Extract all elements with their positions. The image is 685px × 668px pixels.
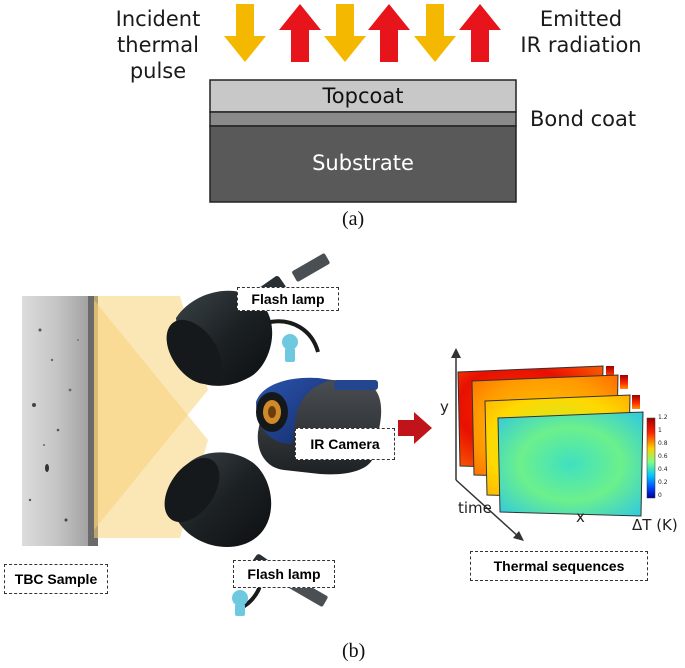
incident-label-line1: Incident: [115, 7, 201, 31]
emitted-arrow-3-icon: [459, 4, 501, 62]
colorbar-ticks: 1.2 1 0.8 0.6 0.4 0.2 0: [658, 414, 682, 504]
caption-b: (b): [342, 640, 366, 662]
substrate-label: Substrate: [312, 151, 414, 175]
colorbar-tick: 0: [658, 492, 662, 499]
incident-label-line2: thermal pulse: [117, 33, 199, 83]
incident-arrow-1-icon: [224, 4, 266, 62]
topcoat-label: Topcoat: [322, 84, 404, 108]
colorbar-tick: 0.6: [658, 453, 668, 460]
incident-arrow-3-icon: [414, 4, 456, 62]
colorbar-tick: 0.8: [658, 440, 668, 447]
colorbar-label: ΔT (K): [632, 516, 678, 534]
emitted-label-line1: Emitted: [539, 7, 623, 31]
time-series-axes: [451, 348, 524, 541]
axis-y-label: y: [440, 398, 449, 416]
emitted-arrow-1-icon: [279, 4, 321, 62]
colorbar-tick: 1.2: [658, 414, 668, 421]
ir-camera-label: IR Camera: [295, 428, 395, 460]
substrate-layer: [209, 125, 517, 203]
flash-lamp-top-label: Flash lamp: [237, 287, 339, 311]
emitted-label-line2: IR radiation: [520, 33, 642, 57]
axis-x-label: x: [576, 508, 585, 526]
axis-time-label: time: [458, 499, 492, 517]
emitted-label: Emitted IR radiation: [516, 6, 646, 58]
bond-coat-label: Bond coat: [530, 107, 637, 131]
transfer-arrow-icon: [398, 412, 432, 444]
flash-lamp-bottom-label: Flash lamp: [233, 560, 335, 588]
incident-arrow-2-icon: [324, 4, 366, 62]
flash-lamp-top-icon: [166, 253, 330, 386]
caption-a: (a): [342, 208, 365, 230]
incident-label: Incident thermal pulse: [98, 6, 218, 84]
colorbar-tick: 1: [658, 427, 662, 434]
colorbar: [646, 417, 656, 499]
thermal-sequences-label: Thermal sequences: [470, 551, 648, 581]
thermal-frame-4: [497, 411, 656, 517]
bond-coat-layer: [209, 111, 517, 127]
tbc-sample-image: [22, 296, 98, 546]
colorbar-tick: 0.2: [658, 479, 668, 486]
flash-lamp-bottom-icon: [164, 452, 328, 616]
tbc-sample-label: TBC Sample: [4, 564, 108, 594]
emitted-arrow-2-icon: [368, 4, 410, 62]
colorbar-tick: 0.4: [658, 466, 668, 473]
